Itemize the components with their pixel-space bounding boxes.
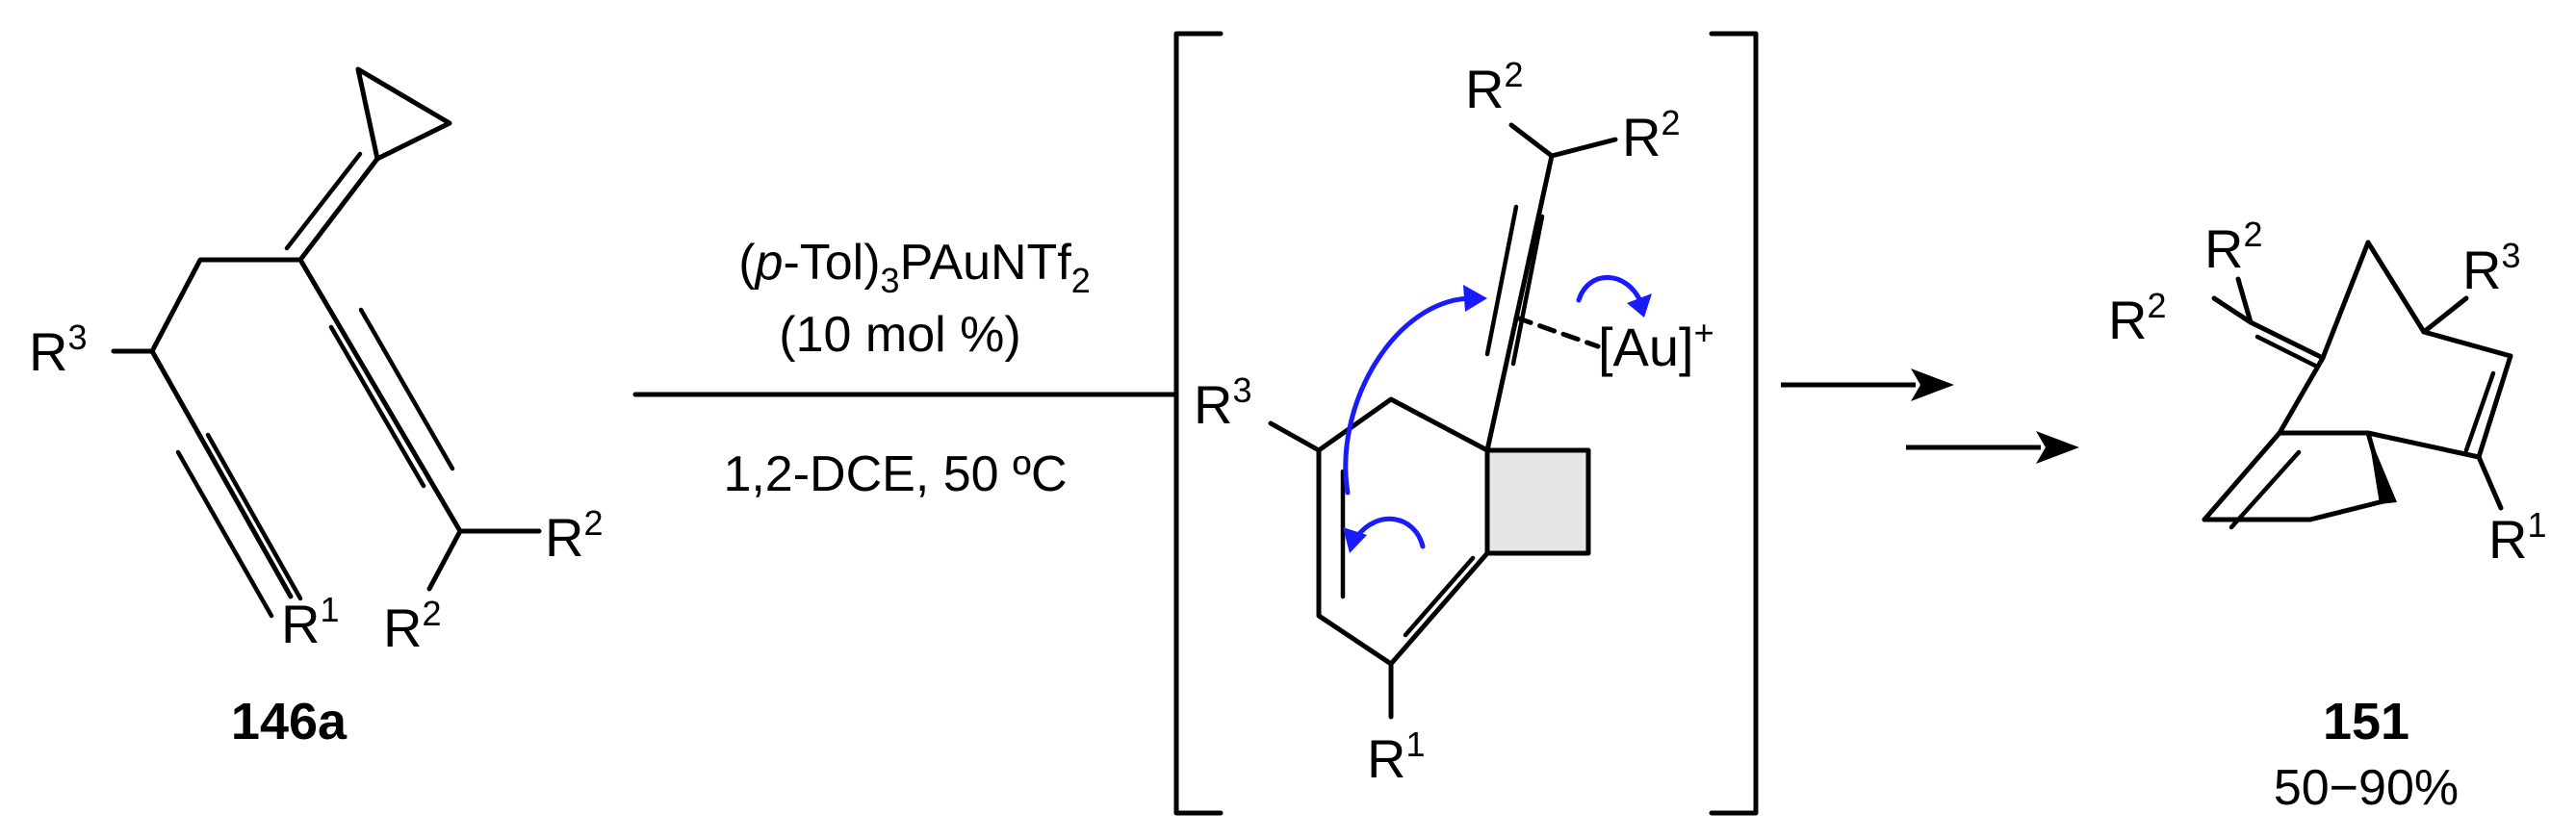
compound-label-146a: 146a <box>231 693 348 750</box>
product-r3: R3 <box>2462 236 2520 300</box>
cyclobutane-ring <box>1484 447 1591 556</box>
left-bracket <box>1173 31 1224 816</box>
multistep-arrows <box>1781 369 2079 464</box>
substituent-r2-bottom: R2 <box>383 594 441 658</box>
substituent-r3: R3 <box>29 318 87 382</box>
product-r2-left: R2 <box>2108 286 2166 350</box>
catalyst-text: (p-Tol)3PAuNTf2 <box>738 235 1091 300</box>
intermediate-r1: R1 <box>1367 725 1425 789</box>
starting-material-146a: R3 R1 R2 R2 146a <box>29 66 603 750</box>
right-bracket <box>1709 31 1759 816</box>
curly-arrow-ring-bond <box>1352 516 1426 549</box>
substituent-r1: R1 <box>281 590 339 654</box>
catalyst-loading-text: (10 mol %) <box>779 307 1020 363</box>
arrowhead-1 <box>1463 285 1487 312</box>
cyclopropane-ring <box>355 66 452 162</box>
product-yield: 50−90% <box>2274 760 2459 816</box>
product-151: R2 R2 R3 R1 151 50−90% <box>2108 215 2546 816</box>
solvent-temperature-text: 1,2-DCE, 50 ºC <box>723 446 1067 502</box>
arrowhead-3 <box>1343 527 1367 553</box>
substituent-r2-right: R2 <box>545 503 603 568</box>
curly-arrow-alkyne-to-gold <box>1576 274 1644 306</box>
intermediate-r3: R3 <box>1194 370 1251 435</box>
gold-intermediate: R2 R2 R3 R1 [Au]+ <box>1173 31 1759 816</box>
intermediate-r2-right: R2 <box>1622 103 1680 167</box>
product-r1: R1 <box>2488 505 2546 570</box>
curly-arrow-alkene-to-alkyne <box>1343 295 1476 496</box>
product-r2-top: R2 <box>2204 215 2262 279</box>
compound-label-151: 151 <box>2323 693 2409 750</box>
intermediate-r2-top: R2 <box>1465 55 1523 119</box>
arrowhead-2 <box>1627 293 1652 318</box>
gold-catalyst-label: [Au]+ <box>1598 313 1714 377</box>
reaction-conditions: (p-Tol)3PAuNTf2 (10 mol %) 1,2-DCE, 50 º… <box>632 235 1179 502</box>
